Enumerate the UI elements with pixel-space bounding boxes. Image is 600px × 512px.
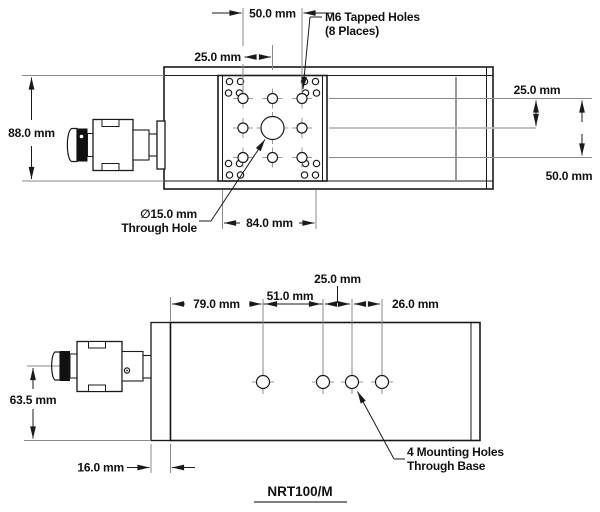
mounting-hole [312, 299, 334, 394]
dim-label-63-5: 63.5 mm [10, 393, 57, 407]
dim-label-79: 79.0 mm [193, 297, 240, 311]
dim-label-26: 26.0 mm [392, 297, 439, 311]
side-view: 79.0 mm 51.0 mm 25.0 mm 26.0 mm 63.5 mm [10, 272, 505, 475]
coupling-step [148, 133, 158, 157]
connector-cap [51, 351, 61, 381]
dim-left-63-5: 63.5 mm [10, 367, 151, 441]
dim-row-holes: 79.0 mm 51.0 mm 25.0 mm 26.0 mm [170, 272, 439, 321]
dim-bottom-84: 84.0 mm [222, 190, 317, 230]
dim-top-25: 25.0 mm [194, 45, 273, 70]
motor-body [76, 340, 123, 393]
coupling-housing [121, 350, 144, 382]
m6-hole [233, 118, 253, 138]
dim-label-top-50: 50.0 mm [249, 7, 296, 21]
dim-16: 16.0 mm [77, 444, 195, 475]
m6-tapped-holes [233, 88, 312, 168]
callout-m6-line2: (8 Places) [325, 24, 379, 38]
callout-mounting-line2: Through Base [407, 459, 486, 473]
dim-label-right-25: 25.0 mm [514, 83, 561, 97]
base-mounting-holes [252, 299, 393, 394]
m6-hole [292, 88, 312, 109]
mounting-hole [371, 299, 393, 394]
drawing-title-block: NRT100/M [254, 484, 347, 503]
motor-tab-top [88, 341, 106, 349]
mounting-hole [252, 299, 274, 394]
top-view: 50.0 mm 25.0 mm 88.0 mm 25.0 mm [8, 7, 592, 236]
callout-mounting-holes: 4 Mounting Holes Through Base [357, 391, 505, 473]
dim-label-16: 16.0 mm [77, 461, 124, 475]
m6-hole [292, 118, 312, 138]
motor-assembly-side [27, 340, 152, 393]
m6-hole [233, 88, 253, 109]
connector-band [60, 351, 70, 381]
callout-m6-line1: M6 Tapped Holes [325, 10, 420, 24]
dim-top-50: 50.0 mm [212, 7, 333, 90]
callout-through-hole: ∅15.0 mm Through Hole [121, 139, 266, 235]
dim-label-left-88: 88.0 mm [8, 126, 55, 140]
motor-tab-top [101, 119, 120, 127]
dim-label-bottom-84: 84.0 mm [246, 216, 293, 230]
connector-band [77, 128, 88, 162]
callout-m6: M6 Tapped Holes (8 Places) [301, 10, 421, 90]
dim-label-right-50: 50.0 mm [546, 169, 593, 183]
m6-hole [262, 147, 283, 168]
callout-hole-line2: Through Hole [121, 221, 197, 235]
drawing-title: NRT100/M [267, 484, 332, 499]
dim-label-top-25: 25.0 mm [194, 50, 241, 64]
callout-mounting-line1: 4 Mounting Holes [407, 445, 504, 459]
dim-right-25-50: 25.0 mm 50.0 mm [329, 83, 593, 183]
motor-tab-bottom [101, 163, 120, 171]
central-through-hole [256, 112, 289, 144]
coupling-housing [132, 129, 150, 161]
motor-assembly-top [66, 118, 166, 172]
mounting-hole [341, 299, 363, 394]
connector-pin [79, 134, 84, 139]
motor-body [92, 118, 134, 172]
coupling-step [142, 354, 152, 379]
connector-neck [69, 353, 78, 379]
m6-hole [262, 88, 283, 109]
motor-tab-bottom [88, 384, 106, 392]
callout-hole-line1: ∅15.0 mm [140, 207, 197, 221]
dim-label-25: 25.0 mm [314, 272, 361, 286]
motor-mount-plate [156, 120, 166, 170]
left-end-plate [150, 321, 172, 442]
m6-hole [233, 147, 253, 168]
connector-neck [87, 133, 94, 157]
m6-hole [292, 147, 312, 168]
dim-label-51: 51.0 mm [267, 289, 314, 303]
dim-left-88: 88.0 mm [8, 75, 164, 182]
connector-cap [66, 127, 78, 163]
